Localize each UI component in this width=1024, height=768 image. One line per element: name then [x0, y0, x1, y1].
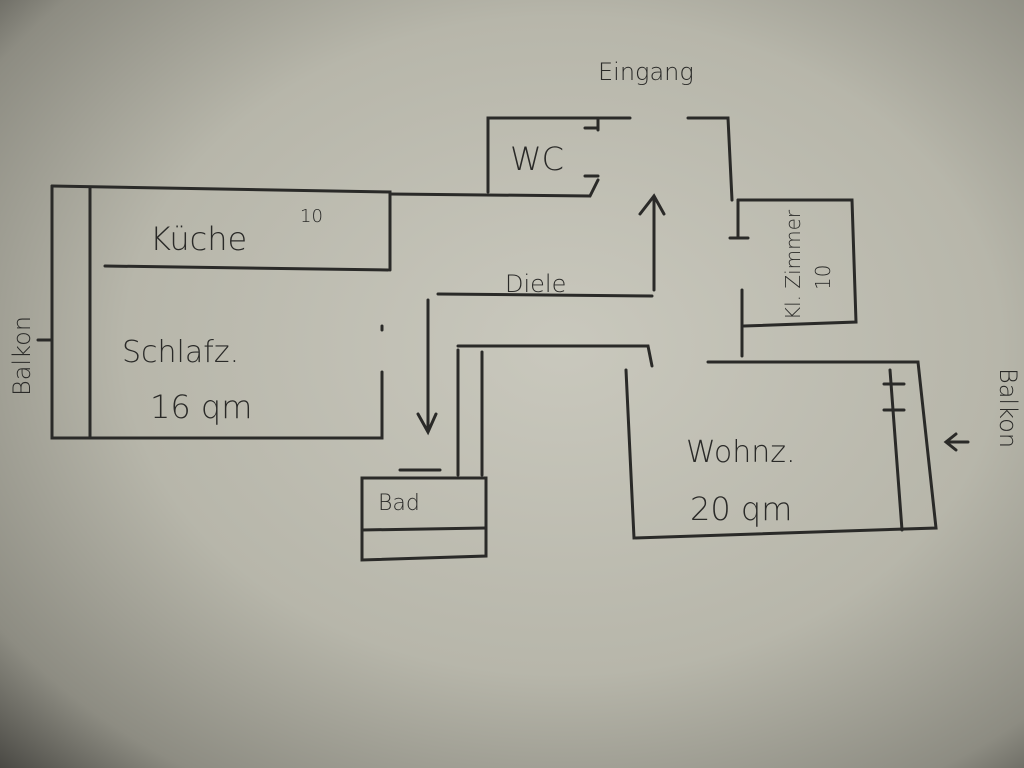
label-bath: Bad: [378, 491, 420, 516]
label-balcony-right: Balkon: [994, 368, 1022, 448]
label-living-size: 20 qm: [690, 490, 792, 528]
label-kitchen-size: 10: [300, 206, 323, 227]
label-kitchen: Küche: [150, 220, 247, 258]
label-bedroom-size: 16 qm: [150, 388, 252, 426]
label-entrance: Eingang: [598, 58, 694, 86]
label-hall: Diele: [505, 270, 566, 298]
label-small-room: Kl. Zimmer: [781, 209, 805, 320]
label-wc: WC: [510, 140, 564, 178]
walls: [50, 116, 938, 562]
label-living: Wohnz.: [686, 435, 796, 470]
label-small-room-size: 10: [811, 265, 835, 290]
label-bedroom: Schlafz.: [122, 335, 239, 370]
arrows: [36, 193, 970, 452]
label-balcony-left: Balkon: [8, 316, 36, 396]
